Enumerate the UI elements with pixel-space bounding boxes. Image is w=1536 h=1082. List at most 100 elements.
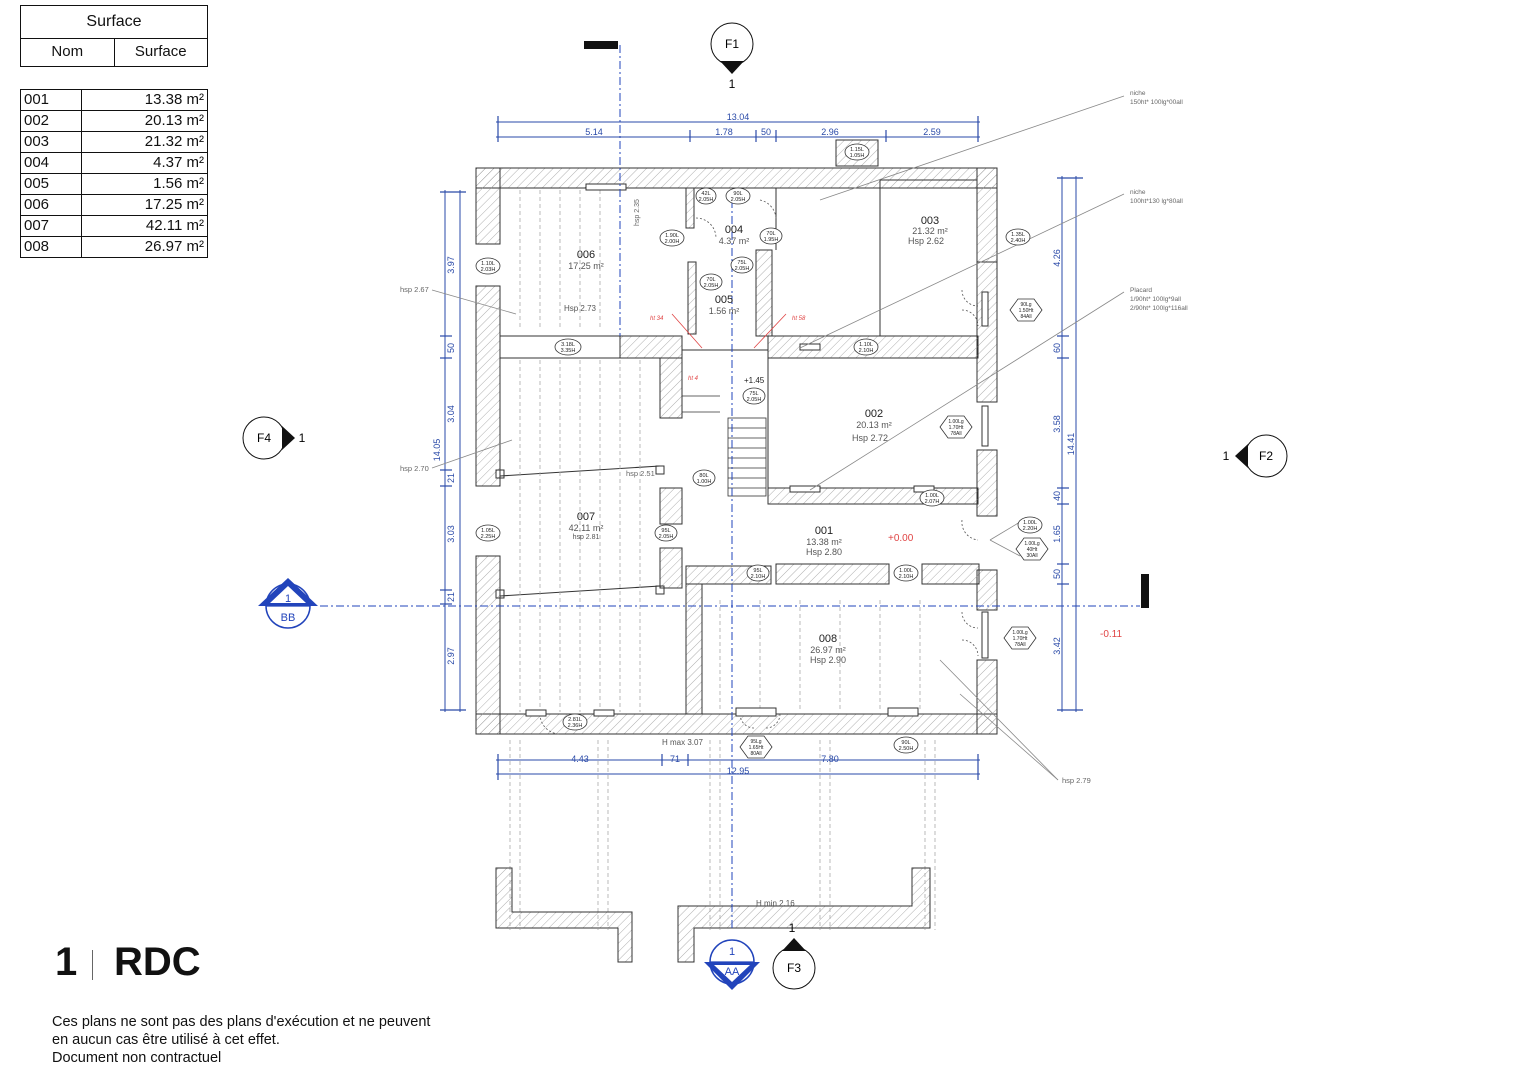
svg-text:1.00L: 1.00L	[925, 493, 939, 499]
windows	[495, 183, 989, 717]
level-hsp270: hsp 2.70	[400, 464, 429, 473]
svg-text:1.95H: 1.95H	[764, 237, 779, 243]
svg-text:2.05H: 2.05H	[731, 197, 746, 203]
svg-text:1.90L: 1.90L	[665, 233, 679, 239]
svg-text:2.10H: 2.10H	[899, 574, 914, 580]
level-ht58: ht 58	[792, 316, 806, 322]
room-001-area: 13.38 m²	[806, 537, 842, 547]
dim-left-seg: 3.03	[446, 525, 456, 543]
svg-text:95L: 95L	[753, 568, 762, 574]
dim-right-seg: 40	[1052, 491, 1062, 501]
svg-text:1.10L: 1.10L	[481, 261, 495, 267]
level-ht34: ht 34	[650, 316, 664, 322]
svg-text:1.00Lg: 1.00Lg	[948, 419, 964, 425]
svg-text:30All: 30All	[1026, 553, 1037, 559]
svg-text:1.65Ht: 1.65Ht	[749, 745, 764, 751]
dim-bottom-total: 12.95	[727, 766, 750, 776]
svg-text:1.00H: 1.00H	[697, 479, 712, 485]
disclaimer-line: Ces plans ne sont pas des plans d'exécut…	[52, 1014, 431, 1030]
room-003-height: Hsp 2.62	[908, 236, 944, 246]
svg-text:3.35H: 3.35H	[561, 348, 576, 354]
svg-text:1.05H: 1.05H	[850, 153, 865, 159]
svg-text:95L: 95L	[661, 528, 670, 534]
svg-text:F4: F4	[257, 431, 271, 445]
level-minus: -0.11	[1100, 629, 1122, 640]
dim-left-small: 21	[446, 592, 456, 602]
staircase	[682, 395, 767, 497]
room-006-height: Hsp 2.73	[564, 304, 597, 313]
room-004-id: 004	[725, 224, 743, 236]
svg-text:2.10H: 2.10H	[859, 348, 874, 354]
svg-text:2.81L: 2.81L	[568, 717, 582, 723]
svg-text:1.35L: 1.35L	[1011, 232, 1025, 238]
room-007-area: 42.11 m²	[569, 523, 604, 533]
svg-text:1: 1	[789, 921, 796, 935]
svg-text:2.07H: 2.07H	[925, 499, 940, 505]
room-006-id: 006	[577, 249, 595, 261]
svg-text:78All: 78All	[950, 431, 961, 437]
elevation-marker-f2: F2 1	[1223, 434, 1288, 478]
svg-text:1.00Lg: 1.00Lg	[1012, 630, 1028, 636]
svg-text:2.05H: 2.05H	[704, 283, 719, 289]
disclaimer-line: Document non contractuel	[52, 1050, 222, 1066]
row-name: 004	[20, 152, 82, 174]
dim-right-seg: 60	[1052, 343, 1062, 353]
row-name: 001	[20, 89, 82, 111]
level-ht4: ht 4	[688, 376, 699, 382]
row-name: 008	[20, 236, 82, 258]
dimension-ticks	[440, 116, 1083, 780]
svg-text:1.05L: 1.05L	[481, 528, 495, 534]
svg-text:1: 1	[1223, 449, 1230, 463]
note-placard-title: Placard	[1130, 287, 1152, 294]
note-placard-spec1: 1/90ht* 100lg*9all	[1130, 296, 1182, 303]
dim-right-total: 14.41	[1066, 433, 1076, 456]
dim-right-seg: 50	[1052, 569, 1062, 579]
dim-left-total: 14.05	[432, 439, 442, 462]
svg-text:1: 1	[729, 946, 735, 958]
svg-text:2.03H: 2.03H	[481, 267, 496, 273]
svg-text:75L: 75L	[737, 260, 746, 266]
svg-text:1.00Lg: 1.00Lg	[1024, 541, 1040, 547]
row-surface: 42.11 m²	[80, 215, 209, 237]
note-placard-spec2: 2/90ht* 100lg*116all	[1130, 305, 1188, 312]
row-surface: 21.32 m²	[80, 131, 209, 153]
svg-text:AA: AA	[725, 966, 740, 978]
svg-text:1: 1	[729, 77, 736, 91]
svg-text:2.25H: 2.25H	[481, 534, 496, 540]
section-marker-bb: 1 BB	[258, 578, 318, 629]
svg-text:70L: 70L	[706, 277, 715, 283]
svg-text:70L: 70L	[766, 231, 775, 237]
surface-table-header: Surface Nom Surface	[20, 5, 208, 67]
room-005-id: 005	[715, 294, 733, 306]
dimension-lines	[444, 121, 1077, 775]
dim-left-seg: 50	[446, 343, 456, 353]
note-niche1-spec: 150ht* 100lg*00all	[1130, 99, 1183, 106]
dim-right-seg: 3.42	[1052, 637, 1062, 655]
svg-text:80All: 80All	[750, 751, 761, 757]
room-002-id: 002	[865, 408, 883, 420]
title-separator	[92, 950, 93, 980]
surface-col-name: Nom	[21, 39, 115, 67]
drawing-title: RDC	[114, 940, 201, 984]
svg-text:F2: F2	[1259, 449, 1273, 463]
elevation-marker-f3: F3 1	[772, 921, 816, 990]
